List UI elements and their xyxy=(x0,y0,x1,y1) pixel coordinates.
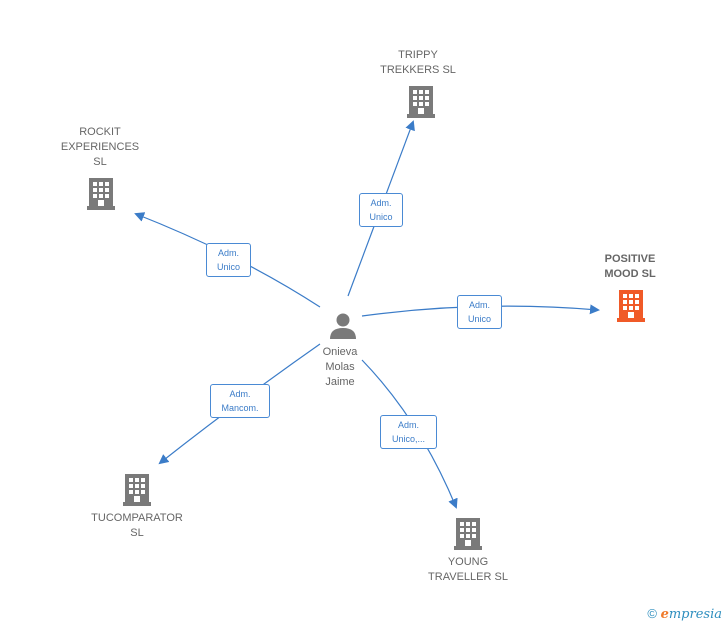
building-icon[interactable] xyxy=(406,84,436,118)
edge-label-line: Adm. xyxy=(468,300,490,310)
edge-label-line: Adm. xyxy=(397,420,419,430)
edge-label-tucomparator[interactable]: Adm. Mancom. xyxy=(210,384,270,418)
edge-label-line: Adm. xyxy=(229,389,251,399)
company-label-line: TUCOMPARATOR xyxy=(91,512,183,524)
edge-label-young[interactable]: Adm. Unico,... xyxy=(380,415,437,449)
brand-watermark: © empresia xyxy=(647,606,722,622)
building-icon[interactable] xyxy=(86,176,116,210)
edge-label-positive[interactable]: Adm. Unico xyxy=(457,295,502,329)
building-icon[interactable] xyxy=(122,472,152,506)
brand-initial: e xyxy=(660,607,669,622)
company-label-line: SL xyxy=(93,156,107,168)
company-label-line: TRAVELLER SL xyxy=(428,571,508,583)
company-label-trippy[interactable]: TRIPPY TREKKERS SL xyxy=(368,48,468,78)
company-label-line: SL xyxy=(130,527,144,539)
person-name-line: Jaime xyxy=(325,376,355,388)
person-label[interactable]: Onieva Molas Jaime xyxy=(300,345,380,390)
company-label-line: MOOD SL xyxy=(604,268,656,280)
company-label-line: TREKKERS SL xyxy=(380,64,456,76)
company-label-positive[interactable]: POSITIVE MOOD SL xyxy=(580,252,680,282)
company-label-line: TRIPPY xyxy=(398,49,438,61)
company-label-line: YOUNG xyxy=(447,556,489,568)
edge-label-line: Adm. xyxy=(217,248,239,258)
edge-label-line: Mancom. xyxy=(221,403,259,413)
brand-logo: empresia xyxy=(661,607,722,622)
edge-label-line: Unico xyxy=(467,314,491,324)
brand-rest: mpresia xyxy=(668,607,722,622)
edge-label-line: Unico,... xyxy=(391,434,425,444)
person-name-line: Onieva xyxy=(322,346,358,358)
company-label-line: EXPERIENCES xyxy=(60,141,140,153)
person-name-line: Molas xyxy=(325,361,355,373)
person-icon[interactable] xyxy=(329,311,357,339)
edge-label-line: Unico xyxy=(369,212,393,222)
edge-label-trippy[interactable]: Adm. Unico xyxy=(359,193,403,227)
company-label-tucomparator[interactable]: TUCOMPARATOR SL xyxy=(77,511,197,541)
company-label-young[interactable]: YOUNG TRAVELLER SL xyxy=(408,555,528,585)
edge-label-line: Unico xyxy=(216,262,240,272)
company-label-line: ROCKIT xyxy=(79,126,121,138)
company-label-rockit[interactable]: ROCKIT EXPERIENCES SL xyxy=(50,125,150,170)
building-icon-highlight[interactable] xyxy=(616,288,646,322)
edge-label-line: Adm. xyxy=(370,198,392,208)
copyright-symbol: © xyxy=(647,606,657,621)
edge-label-rockit[interactable]: Adm. Unico xyxy=(206,243,251,277)
building-icon[interactable] xyxy=(453,516,483,550)
company-label-line: POSITIVE xyxy=(604,253,656,265)
